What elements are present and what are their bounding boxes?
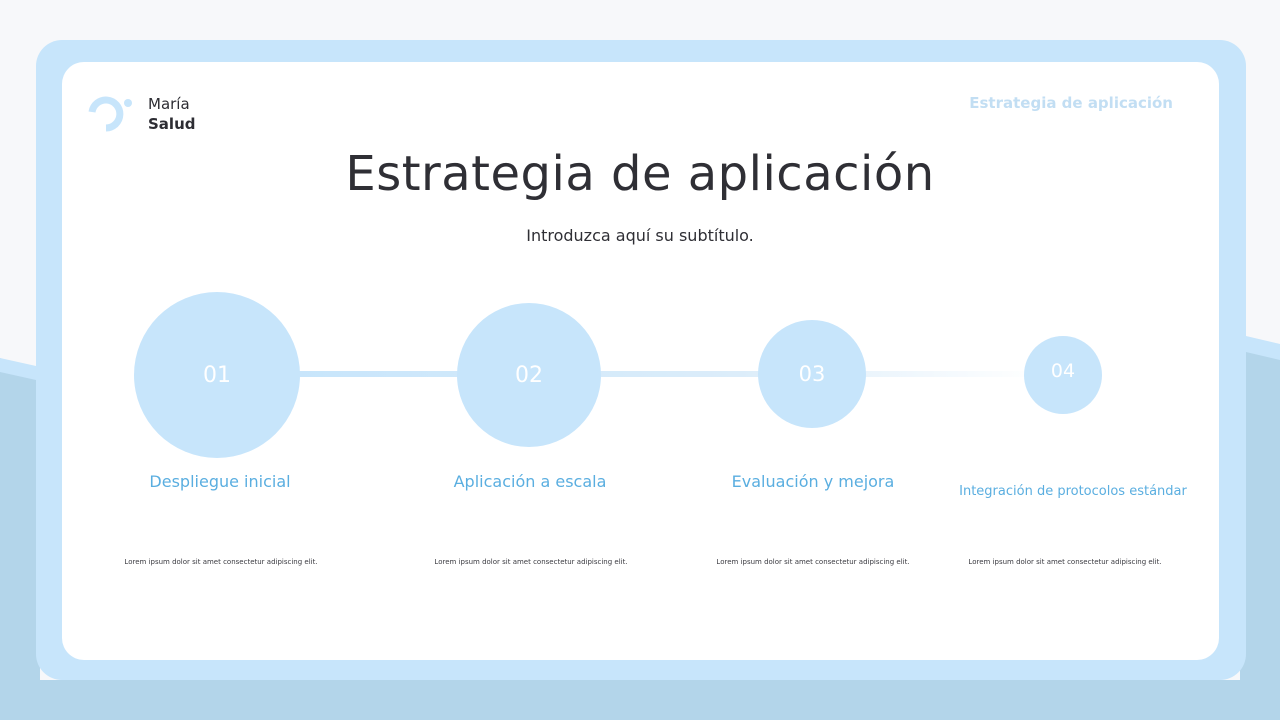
ring-dot-logo-icon	[88, 96, 132, 132]
step-description-2: Lorem ipsum dolor sit amet consectetur a…	[434, 558, 628, 566]
step-description-1: Lorem ipsum dolor sit amet consectetur a…	[124, 558, 318, 566]
step-circle-4: 04	[1024, 336, 1102, 414]
step-title-1: Despliegue inicial	[149, 472, 291, 491]
step-description-3: Lorem ipsum dolor sit amet consectetur a…	[716, 558, 910, 566]
step-circle-1: 01	[134, 292, 300, 458]
page-subtitle: Introduzca aquí su subtítulo.	[526, 226, 754, 245]
step-circle-3: 03	[758, 320, 866, 428]
header-section-label: Estrategia de aplicación	[969, 94, 1173, 112]
page-title: Estrategia de aplicación	[345, 146, 935, 202]
step-circle-2: 02	[457, 303, 601, 447]
step-title-2: Aplicación a escala	[453, 472, 607, 491]
step-description-4: Lorem ipsum dolor sit amet consectetur a…	[968, 558, 1162, 566]
brand-line1: María	[148, 95, 190, 113]
brand-name: María Salud	[148, 94, 195, 134]
brand-line2: Salud	[148, 115, 196, 133]
step-title-3: Evaluación y mejora	[731, 472, 895, 491]
step-title-4: Integración de protocolos estándar	[959, 484, 1187, 499]
